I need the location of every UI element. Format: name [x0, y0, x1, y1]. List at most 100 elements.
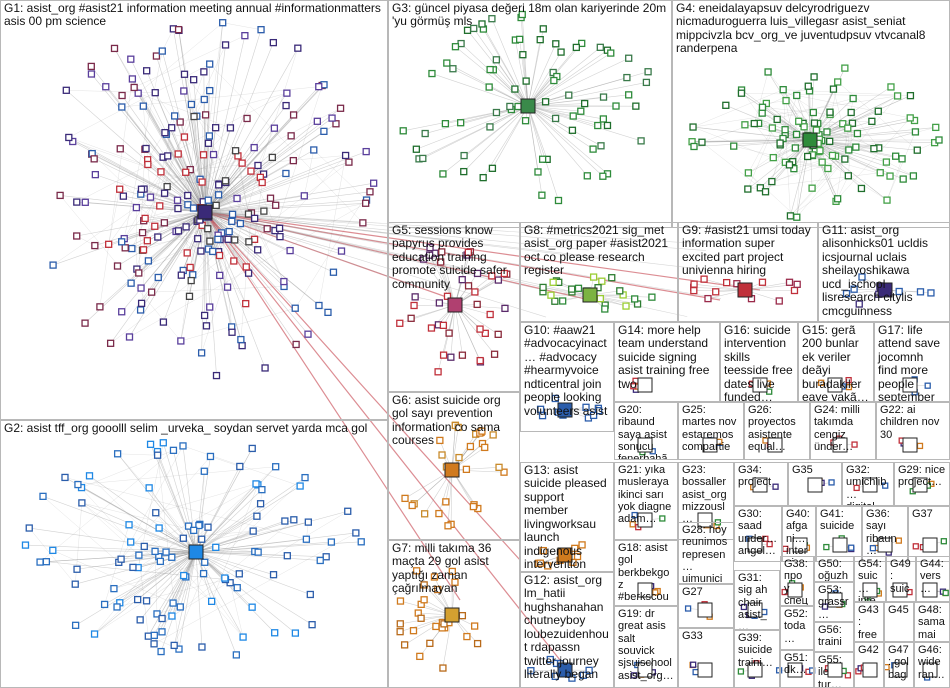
graph-node [308, 621, 316, 629]
graph-node [519, 51, 527, 59]
group-label: G5: sessions know papyrus provides educa… [392, 223, 511, 291]
edge [204, 211, 707, 251]
edge [204, 182, 374, 213]
graph-node [899, 175, 907, 183]
graph-node [439, 351, 448, 359]
graph-node [105, 240, 113, 248]
edge [747, 158, 845, 190]
graph-node [164, 152, 172, 160]
hub-node [792, 537, 808, 553]
edge [219, 228, 268, 276]
graph-node [243, 114, 251, 123]
edge [762, 86, 809, 108]
graph-node [142, 597, 151, 605]
edge [121, 186, 168, 242]
graph-node [179, 442, 187, 450]
graph-node [761, 188, 770, 196]
group-label: G29: nice project… [898, 464, 949, 489]
edge [692, 140, 811, 142]
edge [145, 148, 206, 213]
graph-node [195, 521, 203, 530]
edge [184, 74, 205, 100]
graph-node [589, 145, 597, 153]
graph-node [479, 173, 487, 182]
edge [783, 89, 911, 96]
graph-node [113, 603, 121, 611]
graph-node [527, 667, 535, 675]
edge [76, 551, 197, 570]
graph-node [589, 273, 598, 281]
edge [204, 211, 246, 304]
graph-node [430, 573, 439, 581]
graph-node [248, 444, 256, 453]
edge [144, 149, 206, 213]
graph-node [91, 170, 99, 179]
group-panel-g56: G56: traini… [814, 622, 854, 652]
graph-node [396, 319, 404, 327]
edge [182, 445, 197, 553]
edge [52, 550, 197, 553]
edge [218, 194, 232, 327]
graph-node [236, 462, 244, 471]
graph-node [180, 87, 188, 95]
graph-node [616, 287, 624, 295]
graph-node [249, 527, 257, 535]
graph-node [362, 147, 370, 156]
edge [121, 211, 206, 312]
graph-node [823, 128, 831, 136]
graph-node [916, 288, 925, 296]
graph-node [494, 276, 503, 284]
hub-node [807, 477, 823, 493]
graph-node [438, 248, 446, 256]
group-panel-g14: G14: more help team understand suicide s… [614, 322, 720, 402]
graph-node [828, 479, 835, 486]
edge [138, 234, 219, 274]
graph-node [534, 168, 542, 176]
graph-node [886, 172, 894, 180]
graph-node [136, 616, 144, 624]
group-panel-g18: G18: asist gol berkbekgoz #berkscou… top… [614, 540, 678, 606]
edge [804, 123, 843, 127]
edge [527, 105, 594, 150]
graph-node [204, 523, 212, 531]
graph-node [151, 89, 159, 97]
edge [161, 551, 197, 619]
edge [81, 487, 197, 553]
edge [796, 95, 911, 119]
graph-node [199, 569, 208, 578]
graph-node [282, 101, 290, 110]
graph-node [470, 24, 478, 33]
group-panel-g25: G25: martes nov estaremos compartie… [678, 402, 744, 460]
graph-node [212, 124, 220, 132]
graph-node [464, 282, 473, 290]
edge [155, 512, 244, 638]
hub-node [197, 204, 213, 220]
group-panel-g8: G8: #metrics2021 sig_met asist_org paper… [520, 222, 678, 322]
graph-node [855, 300, 863, 308]
edge [143, 220, 241, 224]
graph-node [176, 603, 184, 611]
graph-node [139, 102, 147, 110]
edge [110, 161, 350, 344]
group-label: G31: sig ah chair asist_… [738, 572, 771, 630]
graph-node [882, 158, 891, 166]
edge [762, 107, 858, 134]
graph-node [221, 574, 229, 582]
edge [195, 466, 276, 553]
graph-node [197, 349, 206, 357]
graph-node [252, 480, 260, 488]
group-panel-g21: G21: yıka musleraya ikinci sarı yok diag… [614, 462, 678, 540]
graph-node [659, 515, 666, 522]
graph-node [810, 119, 819, 127]
edge [195, 551, 275, 633]
edge [463, 105, 529, 156]
graph-node [927, 289, 935, 297]
graph-node [157, 647, 165, 656]
graph-node [180, 133, 189, 141]
edge [829, 141, 856, 148]
hub-node [697, 662, 713, 678]
edge [42, 496, 197, 553]
graph-node [895, 537, 902, 544]
graph-node [71, 580, 79, 588]
graph-node [426, 243, 434, 252]
